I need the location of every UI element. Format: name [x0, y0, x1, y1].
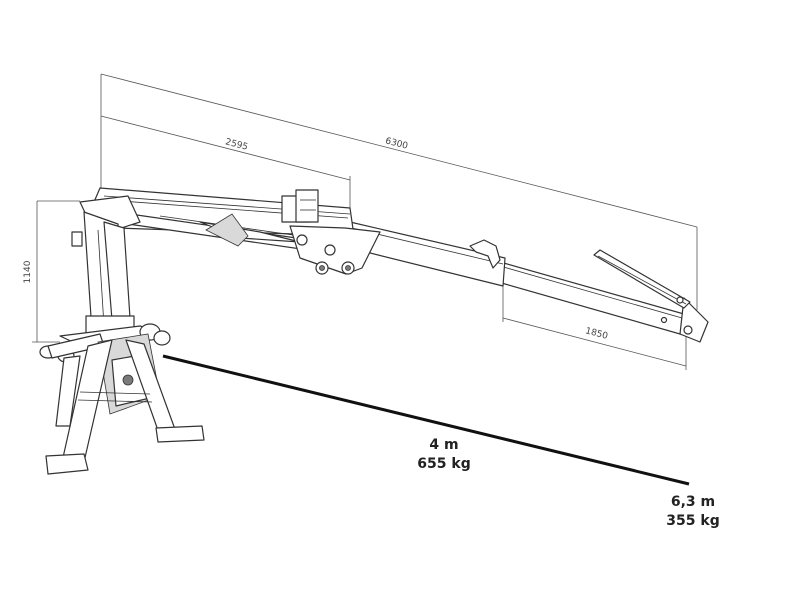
dim-height: 1140 [23, 260, 33, 283]
crane-boom [79, 187, 709, 343]
capacity-2-reach: 6,3 m [671, 494, 715, 510]
dimension-lines [32, 73, 698, 370]
capacity-2-load: 355 kg [666, 513, 719, 529]
crane-base [39, 323, 205, 475]
crane-column [71, 211, 135, 335]
capacity-1-load: 655 kg [417, 456, 470, 472]
capacity-line [162, 354, 690, 486]
capacity-1-reach: 4 m [429, 437, 458, 453]
dim-extension: 1850 [584, 326, 609, 342]
